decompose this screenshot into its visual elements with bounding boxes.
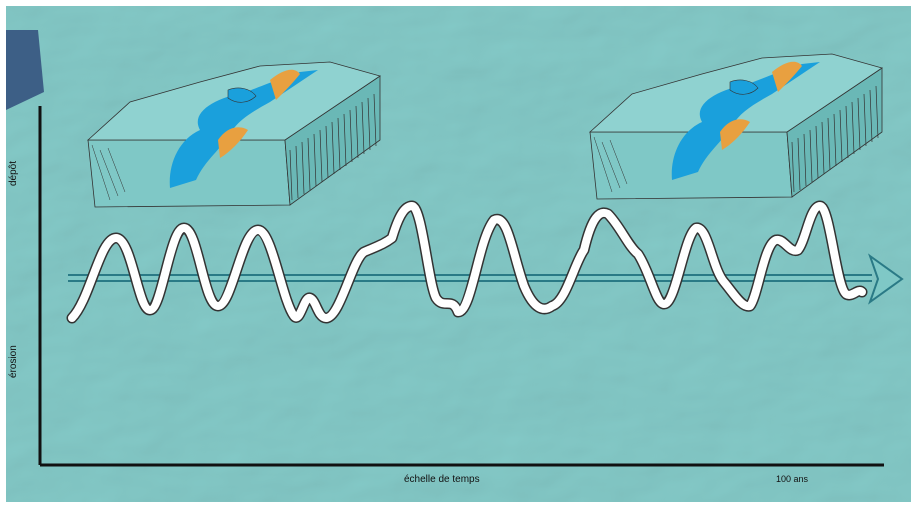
y-axis-label-bottom: érosion (8, 345, 19, 378)
landscape-block-left (86, 61, 381, 208)
x-axis-label: échelle de temps (404, 474, 480, 485)
scale-label: 100 ans (776, 474, 809, 484)
landscape-block-right (588, 53, 883, 200)
deposition-erosion-ribbon (66, 200, 868, 324)
y-axis-label-top: dépôt (8, 160, 19, 186)
corner-object (6, 30, 44, 110)
